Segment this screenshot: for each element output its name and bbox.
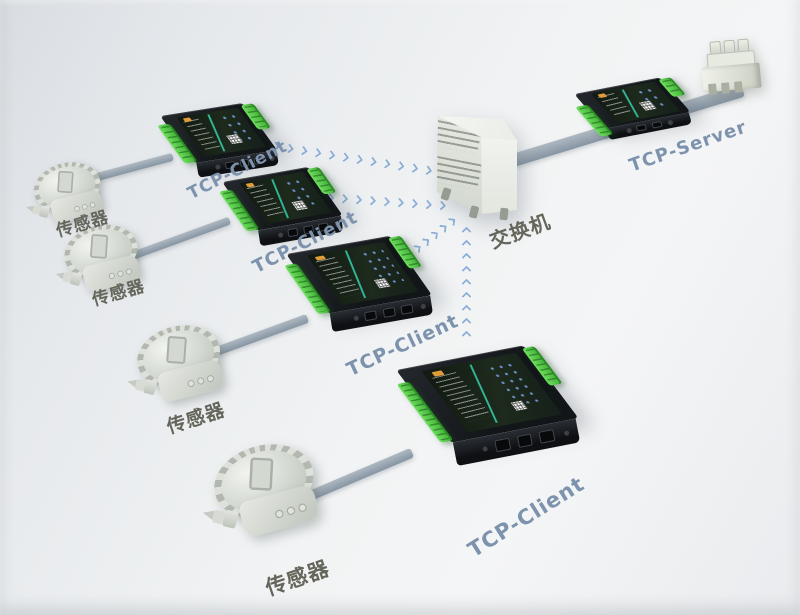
- switch-foot: [468, 205, 480, 219]
- nozzle-tip: [55, 271, 64, 280]
- switch-side-face: [481, 137, 517, 214]
- chevron-arrow-icon: [461, 291, 472, 302]
- label-tcp-client-4: TCP-Client: [463, 471, 589, 563]
- chevron-arrow-icon: [367, 156, 377, 167]
- serial-port: [538, 429, 556, 444]
- chevron-arrow-icon: [311, 147, 322, 158]
- sensor-top-recess: [166, 335, 187, 365]
- serial-port: [364, 310, 378, 322]
- chevron-arrow-icon: [408, 198, 419, 209]
- chevron-arrow-icon: [325, 150, 336, 160]
- tcp-client-device-4: [396, 345, 580, 467]
- chevron-arrow-icon: [461, 317, 472, 328]
- din-terminal-module: [697, 37, 766, 104]
- nozzle-collar: [38, 205, 50, 219]
- chevron-arrow-icon: [352, 194, 363, 205]
- chevron-arrow-icon: [394, 197, 405, 208]
- ethernet-switch: [424, 102, 529, 227]
- chevron-arrow-icon: [408, 163, 419, 174]
- chevron-arrow-icon: [338, 193, 349, 204]
- chevron-arrow-icon: [461, 330, 472, 341]
- dataflow-client4-to-switch: [461, 226, 472, 341]
- chevron-arrow-icon: [394, 161, 405, 171]
- chevron-arrow-icon: [430, 231, 438, 240]
- chevron-arrow-icon: [461, 239, 472, 250]
- serial-port: [650, 121, 663, 129]
- chevron-arrow-icon: [461, 304, 472, 315]
- chevron-arrow-icon: [421, 238, 430, 247]
- sensor-top-recess: [57, 170, 74, 194]
- chevron-arrow-icon: [461, 265, 472, 276]
- sensor-top-recess: [248, 457, 274, 491]
- nozzle-collar: [69, 271, 83, 287]
- terminal-slot: [733, 81, 743, 93]
- terminal-slot: [721, 82, 730, 94]
- nozzle-tip: [126, 378, 137, 388]
- serial-port: [382, 306, 396, 319]
- chevron-arrow-icon: [461, 252, 472, 263]
- chevron-arrow-icon: [381, 158, 391, 169]
- chevron-arrow-icon: [412, 245, 421, 253]
- chevron-arrow-icon: [461, 226, 472, 237]
- serial-port: [516, 433, 534, 448]
- sensor-top-recess: [89, 233, 109, 259]
- nozzle-collar: [222, 509, 239, 529]
- chevron-arrow-icon: [339, 152, 350, 163]
- chevron-arrow-icon: [366, 195, 377, 206]
- chevron-arrow-icon: [353, 154, 364, 165]
- label-sensor-4: 传感器: [262, 556, 333, 601]
- terminal-slot: [708, 83, 717, 96]
- chevron-arrow-icon: [380, 196, 391, 207]
- serial-port: [400, 303, 414, 315]
- serial-port: [635, 123, 648, 132]
- vent-slots-lower: [437, 155, 482, 191]
- chevron-arrow-icon: [298, 145, 308, 156]
- sensor-device-4: [189, 428, 345, 569]
- nozzle-tip: [25, 204, 34, 212]
- chevron-arrow-icon: [461, 278, 472, 289]
- nozzle-tip: [202, 508, 215, 520]
- serial-port: [494, 437, 511, 453]
- tcp-server-device: [574, 77, 693, 141]
- nozzle-collar: [143, 378, 158, 396]
